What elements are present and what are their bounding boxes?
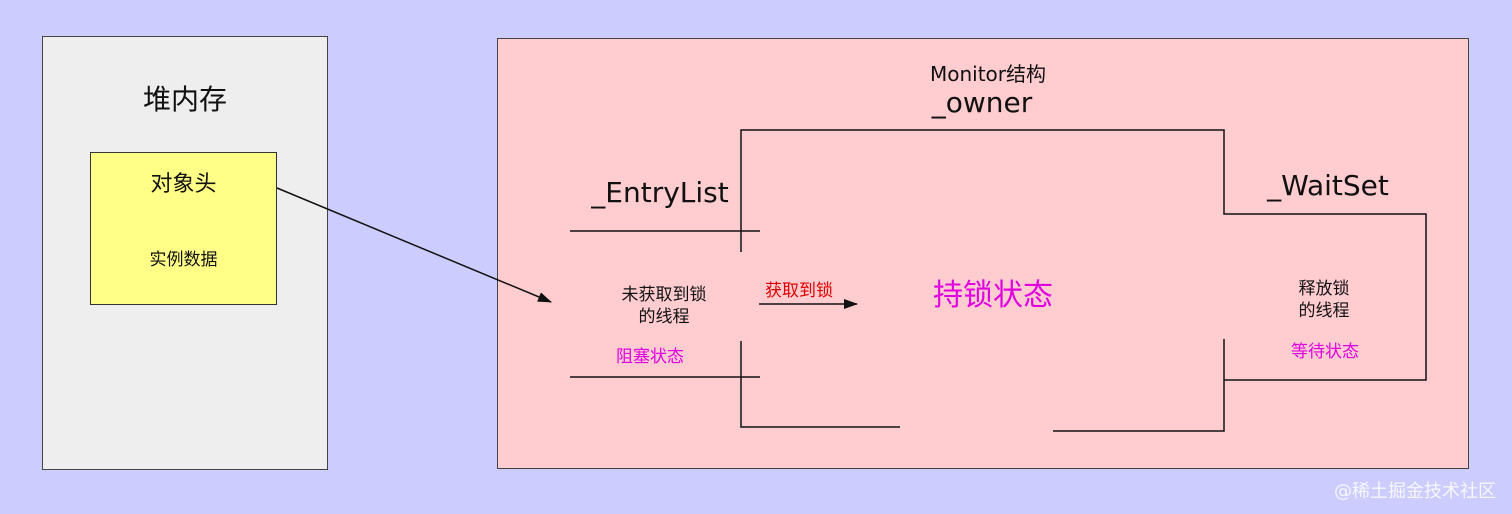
release-line2: 的线程: [1298, 301, 1350, 321]
entry-threads-line1: 未获取到锁: [621, 285, 707, 305]
monitor-title: Monitor结构: [929, 62, 1047, 86]
entry-list-label: _EntryList: [591, 176, 729, 209]
acquire-lock-label: 获取到锁: [765, 281, 833, 301]
holding-state-label: 持锁状态: [933, 278, 1053, 313]
release-line1: 释放锁: [1298, 279, 1350, 299]
object-to-monitor-arrow: [276, 187, 552, 303]
owner-region-bottom-left: [740, 341, 900, 428]
owner-region-top: [740, 129, 1427, 381]
heap-title: 堆内存: [142, 83, 228, 116]
instance-data-label: 实例数据: [149, 250, 218, 270]
object-header-label: 对象头: [150, 172, 217, 197]
owner-label: _owner: [931, 86, 1033, 119]
watermark: @稀土掘金技术社区: [1334, 481, 1496, 502]
monitor-structure-panel: [497, 38, 1469, 469]
instance-data-cell: 实例数据: [90, 211, 277, 305]
entry-threads-text: 未获取到锁 的线程: [622, 284, 707, 328]
blocked-state-label: 阻塞状态: [616, 347, 684, 367]
release-threads-text: 释放锁 的线程: [1299, 278, 1350, 322]
owner-region-bottom-right: [1053, 339, 1225, 432]
waiting-state-label: 等待状态: [1291, 342, 1359, 362]
entry-threads-line2: 的线程: [638, 307, 690, 327]
wait-set-label: _WaitSet: [1267, 169, 1389, 202]
